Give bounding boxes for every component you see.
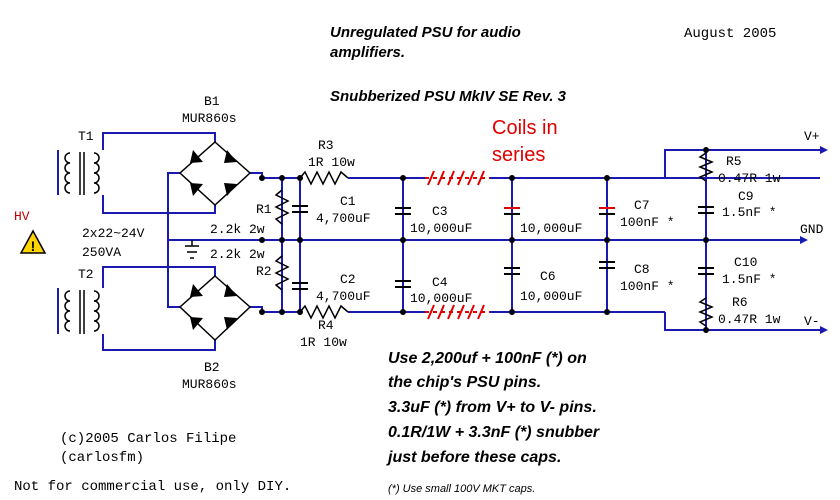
subtitle: Snubberized PSU MkIV SE Rev. 3 [330, 88, 567, 105]
title-line-2: amplifiers. [330, 44, 405, 61]
r1-label: R1 [256, 202, 272, 217]
note-line-5: just before these caps. [386, 449, 561, 466]
credit-line-1: (c)2005 Carlos Filipe [60, 431, 236, 447]
hv-warning-icon: ! [19, 229, 47, 254]
coil-bottom [425, 304, 490, 320]
c6-label: C6 [540, 269, 556, 284]
c8-value: 100nF * [620, 279, 675, 294]
resistor-r3 [299, 170, 349, 186]
r6-value: 0.47R 1w [718, 312, 781, 327]
c1-label: C1 [340, 194, 356, 209]
c2-value: 4,700uF [316, 289, 371, 304]
c7-value: 100nF * [620, 215, 675, 230]
footnote: (*) Use small 100V MKT caps. [388, 483, 535, 495]
c9-label: C9 [738, 189, 754, 204]
r4-value: 1R 10w [300, 335, 347, 350]
c8-label: C8 [634, 262, 650, 277]
c3-label: C3 [432, 204, 448, 219]
r4-label: R4 [318, 318, 334, 333]
r5-value: 0.47R 1w [718, 171, 781, 186]
bridge-b2 [178, 274, 252, 342]
c4-value: 10,000uF [410, 291, 472, 306]
output-vplus-label: V+ [804, 129, 820, 144]
c4-label: C4 [432, 275, 448, 290]
coils-label-line-1: Coils in [492, 117, 558, 139]
c10-label: C10 [734, 255, 757, 270]
note-line-3: 3.3uF (*) from V+ to V- pins. [388, 399, 597, 416]
wires [57, 132, 820, 351]
transformer-spec-1: 2x22~24V [82, 226, 145, 241]
resistor-r2 [274, 255, 290, 291]
credit-line-2: (carlosfm) [60, 450, 144, 466]
c10-value: 1.5nF * [722, 272, 777, 287]
b1-part: MUR860s [182, 111, 237, 126]
transformer-spec-2: 250VA [82, 245, 121, 260]
c7-label: C7 [634, 198, 650, 213]
r1-value: 2.2k 2w [210, 222, 265, 237]
b2-part: MUR860s [182, 377, 237, 392]
r2-label: R2 [256, 264, 272, 279]
coil-top [425, 170, 490, 186]
r3-value: 1R 10w [308, 155, 355, 170]
resistor-r6 [698, 297, 714, 327]
b2-label: B2 [204, 360, 220, 375]
coils-label-line-2: series [492, 144, 545, 166]
output-arrows [800, 146, 828, 334]
svg-text:!: ! [31, 238, 36, 254]
c5-value: 10,000uF [520, 221, 582, 236]
note-line-4: 0.1R/1W + 3.3nF (*) snubber [388, 424, 600, 441]
transformer-t1 [64, 152, 100, 195]
resistor-r5 [698, 152, 714, 182]
resistor-r1 [274, 189, 290, 225]
c2-label: C2 [340, 272, 356, 287]
c9-value: 1.5nF * [722, 205, 777, 220]
c6-value: 10,000uF [520, 289, 582, 304]
c3-value: 10,000uF [410, 221, 472, 236]
note-line-1: Use 2,200uf + 100nF (*) on [388, 350, 587, 367]
transformer-t2 [64, 290, 100, 334]
output-gnd-label: GND [800, 222, 824, 237]
c1-value: 4,700uF [316, 211, 371, 226]
r5-label: R5 [726, 154, 742, 169]
capacitors [292, 205, 714, 290]
hv-label: HV [14, 209, 30, 224]
r6-label: R6 [732, 295, 748, 310]
output-vminus-label: V- [804, 314, 820, 329]
b1-label: B1 [204, 94, 220, 109]
resistor-r4 [299, 304, 349, 320]
t1-label: T1 [78, 129, 94, 144]
note-line-2: the chip's PSU pins. [388, 374, 541, 391]
ground-symbol [185, 240, 199, 259]
credit-line-3: Not for commercial use, only DIY. [14, 479, 291, 495]
r2-value: 2.2k 2w [210, 247, 265, 262]
date: August 2005 [684, 26, 776, 42]
t2-label: T2 [78, 267, 94, 282]
bridge-b1 [178, 140, 252, 207]
r3-label: R3 [318, 138, 334, 153]
title-line-1: Unregulated PSU for audio [330, 24, 521, 41]
